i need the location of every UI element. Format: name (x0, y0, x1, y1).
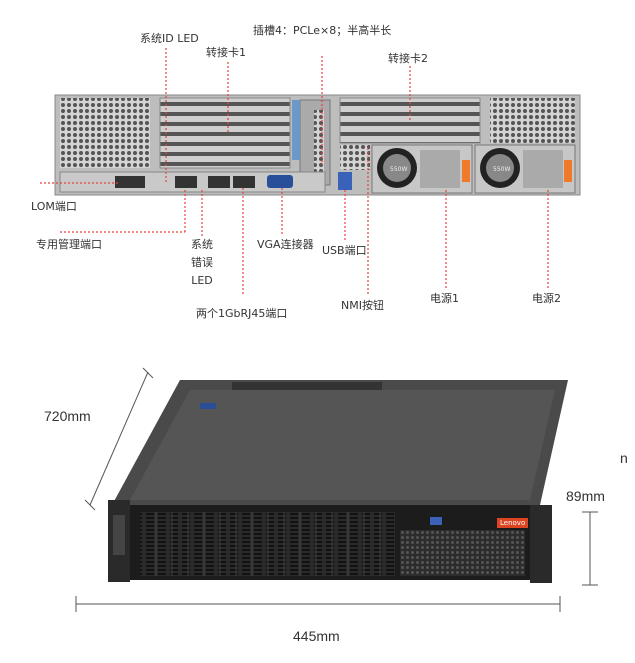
lom-port-icon (115, 176, 145, 188)
brand-logo: Lenovo (497, 518, 529, 528)
label-lom-port: LOM端口 (31, 200, 77, 213)
stray-character: n (620, 450, 628, 466)
label-usb-port: USB端口 (322, 244, 367, 257)
psu1-rating: 550W (390, 166, 408, 173)
label-system-error-led: 系统 错误 LED (191, 238, 213, 287)
front-chassis (108, 380, 568, 583)
label-riser1: 转接卡1 (206, 46, 246, 59)
label-mgmt-port: 专用管理端口 (36, 238, 102, 251)
label-vga: VGA连接器 (257, 238, 314, 251)
depth-dimension: 720mm (44, 408, 91, 424)
psu2-rating: 550W (493, 166, 511, 173)
label-nmi-button: NMI按钮 (341, 299, 384, 312)
label-rj45: 两个1GbRJ45端口 (196, 307, 288, 320)
vga-port-icon (267, 175, 293, 188)
label-psu2: 电源2 (532, 292, 561, 305)
label-psu1: 电源1 (430, 292, 459, 305)
psu2-module (474, 144, 576, 194)
label-slot4: 插槽4：PCLe×8；半高半长 (253, 24, 392, 37)
usb-port-icon (338, 172, 352, 190)
rear-chassis (54, 94, 581, 196)
label-system-id-led: 系统ID LED (140, 32, 199, 45)
width-dimension: 445mm (293, 628, 340, 644)
leader-lines (40, 48, 549, 296)
mgmt-port-icon (175, 176, 197, 188)
rj45-port-icon (208, 176, 230, 188)
label-riser2: 转接卡2 (388, 52, 428, 65)
height-dimension: 89mm (566, 488, 605, 504)
rj45-port-icon (233, 176, 255, 188)
dimension-lines (75, 367, 598, 612)
psu1-module (371, 144, 473, 194)
